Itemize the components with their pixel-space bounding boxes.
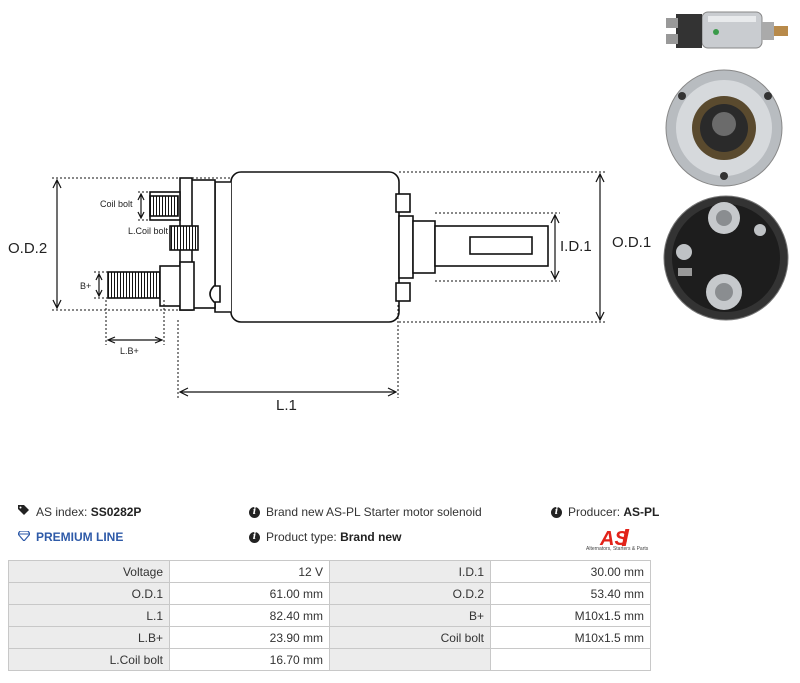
as-pl-logo: AS	[599, 528, 630, 550]
spec-key: I.D.1	[329, 560, 491, 583]
product-photo-side	[660, 0, 795, 66]
b-plus-bolt	[107, 271, 165, 299]
premium-line: PREMIUM LINE	[17, 530, 124, 544]
solenoid-body	[230, 171, 400, 323]
dim-coil-bolt-label: Coil bolt	[100, 199, 133, 209]
product-photo-back	[660, 188, 795, 330]
dim-od2-label: O.D.2	[8, 240, 47, 257]
producer: i Producer: AS-PL	[551, 505, 659, 519]
as-index-value: SS0282P	[90, 505, 142, 519]
spec-key: B+	[329, 604, 491, 627]
product-type: i Product type: Brand new	[249, 530, 401, 544]
info-icon: i	[551, 506, 562, 518]
premium-line-text: PREMIUM LINE	[36, 530, 124, 544]
spec-key: O.D.2	[329, 582, 491, 605]
spec-key: Coil bolt	[329, 626, 491, 649]
info-icon: i	[249, 531, 260, 543]
spec-key: L.1	[8, 604, 170, 627]
info-row-2: PREMIUM LINE i Product type: Brand new	[17, 530, 648, 548]
technical-drawing: O.D.2 O.D.1 I.D.1 L.1 Coil bolt L.Coil b…	[8, 171, 651, 414]
spec-value: 82.40 mm	[169, 604, 330, 627]
product-photo-front	[660, 66, 795, 188]
spec-value: M10x1.5 mm	[490, 626, 651, 649]
spec-value: 16.70 mm	[169, 648, 330, 671]
spec-key: O.D.1	[8, 582, 170, 605]
spec-key: Voltage	[8, 560, 170, 583]
as-index-label: AS index:	[36, 505, 88, 519]
logo-tagline: Alternators, Starters & Parts	[586, 546, 649, 552]
dim-od1-label: O.D.1	[612, 234, 651, 251]
info-row-1: AS index: SS0282P i Brand new AS-PL Star…	[18, 505, 659, 523]
diamond-icon	[17, 530, 31, 544]
spec-value: 23.90 mm	[169, 626, 330, 649]
dim-id1-label: I.D.1	[560, 238, 592, 255]
product-type-label: Product type:	[266, 530, 337, 544]
spec-value: 12 V	[169, 560, 330, 583]
dim-b-plus-label: B+	[80, 281, 91, 291]
plunger	[412, 220, 436, 274]
spec-value: 61.00 mm	[169, 582, 330, 605]
dim-l-coil-bolt-label: L.Coil bolt	[128, 226, 169, 236]
spec-value: 30.00 mm	[490, 560, 651, 583]
producer-label: Producer:	[568, 505, 621, 519]
spec-value	[490, 648, 651, 671]
spec-key	[329, 648, 491, 671]
spec-value: 53.40 mm	[490, 582, 651, 605]
front-flange	[398, 215, 414, 279]
as-index: AS index: SS0282P	[18, 505, 141, 519]
producer-value: AS-PL	[623, 505, 660, 519]
spec-value: M10x1.5 mm	[490, 604, 651, 627]
spec-key: L.B+	[8, 626, 170, 649]
spec-key: L.Coil bolt	[8, 648, 170, 671]
dim-l1-label: L.1	[276, 397, 297, 414]
tag-icon	[18, 505, 30, 519]
product-type-value: Brand new	[340, 530, 402, 544]
description-text: Brand new AS-PL Starter motor solenoid	[266, 505, 482, 519]
dim-l-b-plus-label: L.B+	[120, 346, 139, 356]
info-icon: i	[249, 506, 260, 518]
description: i Brand new AS-PL Starter motor solenoid	[249, 505, 482, 519]
as-pl-logo-text: AS	[599, 528, 628, 550]
